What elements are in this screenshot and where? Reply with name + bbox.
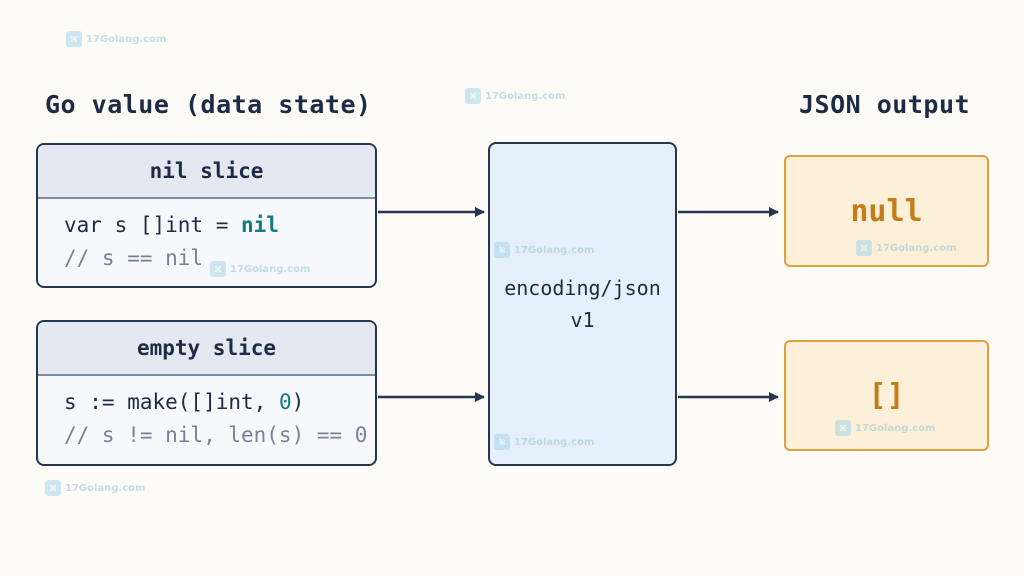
- json-output-heading: JSON output: [799, 90, 971, 119]
- watermark: ⌘ 17Golang.com: [465, 88, 565, 104]
- empty-slice-card: empty slice s := make([]int, 0) // s != …: [36, 320, 377, 466]
- go-value-heading: Go value (data state): [45, 90, 372, 119]
- nil-slice-code-line1: var s []int = nil: [64, 213, 279, 237]
- watermark-logo-icon: ⌘: [45, 480, 61, 496]
- watermark-logo-icon: ⌘: [494, 434, 510, 450]
- watermark: ⌘ 17Golang.com: [494, 434, 594, 450]
- watermark: ⌘ 17Golang.com: [66, 31, 166, 47]
- null-output-box: null: [784, 155, 989, 267]
- watermark-logo-icon: ⌘: [465, 88, 481, 104]
- watermark-logo-icon: ⌘: [66, 31, 82, 47]
- watermark: ⌘ 17Golang.com: [210, 261, 310, 277]
- nil-slice-title: nil slice: [38, 145, 375, 199]
- encoding-json-box: encoding/json v1: [488, 142, 677, 466]
- encoder-version: v1: [570, 308, 595, 332]
- watermark-logo-icon: ⌘: [494, 242, 510, 258]
- nil-slice-comment: // s == nil: [64, 246, 204, 270]
- encoder-name: encoding/json: [504, 276, 661, 300]
- empty-slice-code: s := make([]int, 0) // s != nil, len(s) …: [38, 376, 375, 452]
- nil-slice-code: var s []int = nil // s == nil: [38, 199, 375, 275]
- watermark: ⌘ 17Golang.com: [45, 480, 145, 496]
- watermark-logo-icon: ⌘: [835, 420, 851, 436]
- empty-slice-title: empty slice: [38, 322, 375, 376]
- empty-array-output-box: []: [784, 340, 989, 451]
- watermark: ⌘ 17Golang.com: [856, 240, 956, 256]
- watermark-logo-icon: ⌘: [856, 240, 872, 256]
- empty-slice-code-line1: s := make([]int, 0): [64, 390, 305, 414]
- empty-slice-comment: // s != nil, len(s) == 0: [64, 423, 368, 447]
- nil-keyword: nil: [241, 213, 279, 237]
- watermark: ⌘ 17Golang.com: [494, 242, 594, 258]
- watermark-logo-icon: ⌘: [210, 261, 226, 277]
- nil-slice-card: nil slice var s []int = nil // s == nil: [36, 143, 377, 288]
- zero-literal: 0: [278, 390, 292, 414]
- watermark: ⌘ 17Golang.com: [835, 420, 935, 436]
